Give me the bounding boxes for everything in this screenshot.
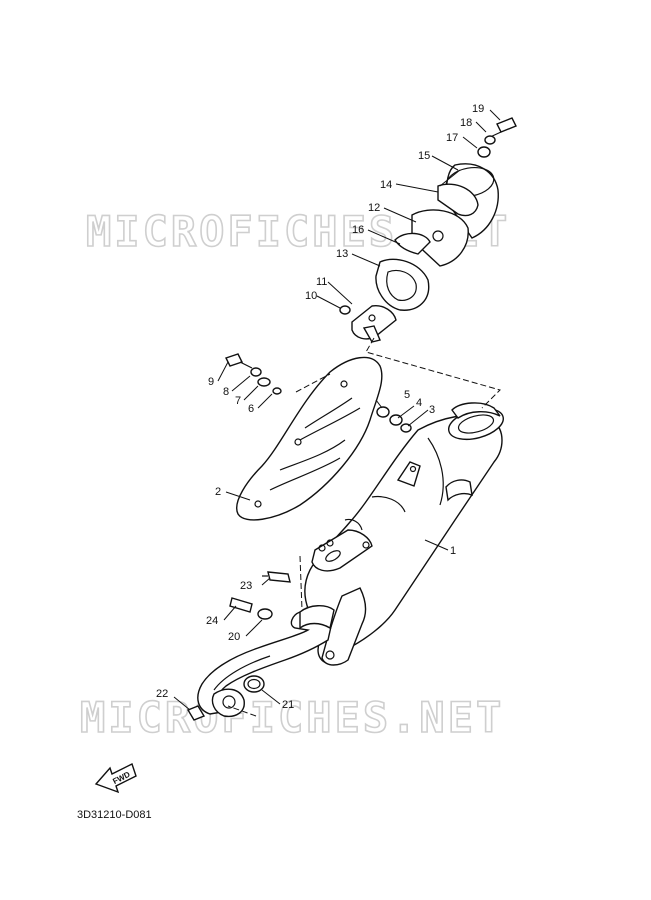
callout-16: 16 — [352, 224, 364, 236]
drawing-code: 3D31210-D081 — [77, 809, 152, 821]
end-cover-assembly — [339, 163, 499, 343]
callout-23: 23 — [240, 580, 252, 592]
callout-13: 13 — [336, 248, 348, 260]
callout-7: 7 — [235, 395, 241, 407]
callout-3: 3 — [429, 404, 435, 416]
callout-20: 20 — [228, 631, 240, 643]
watermark-bottom: MICROFICHES.NET — [80, 693, 504, 742]
callout-1: 1 — [450, 545, 456, 557]
hardware-bolts — [186, 117, 517, 721]
callout-12: 12 — [368, 202, 380, 214]
callout-6: 6 — [248, 403, 254, 415]
callout-11: 11 — [316, 276, 327, 288]
callout-22: 22 — [156, 688, 168, 700]
callout-24: 24 — [206, 615, 218, 627]
heat-protector — [236, 356, 383, 521]
callout-10: 10 — [305, 290, 317, 302]
callout-4: 4 — [416, 397, 422, 409]
callouts: 19 18 17 15 14 12 16 13 11 10 9 8 7 6 5 … — [156, 103, 484, 711]
leader-lines — [173, 109, 501, 711]
callout-9: 9 — [208, 376, 214, 388]
callout-2: 2 — [215, 486, 221, 498]
callout-14: 14 — [380, 179, 392, 191]
fwd-arrow: FWD — [94, 763, 137, 794]
exhaust-pipe — [197, 605, 335, 718]
callout-21: 21 — [282, 699, 294, 711]
callout-8: 8 — [223, 386, 229, 398]
callout-19: 19 — [472, 103, 484, 115]
muffler-body — [304, 402, 504, 666]
callout-18: 18 — [460, 117, 472, 129]
callout-15: 15 — [418, 150, 430, 162]
callout-5: 5 — [404, 389, 410, 401]
alignment-lines — [227, 169, 501, 717]
callout-17: 17 — [446, 132, 458, 144]
